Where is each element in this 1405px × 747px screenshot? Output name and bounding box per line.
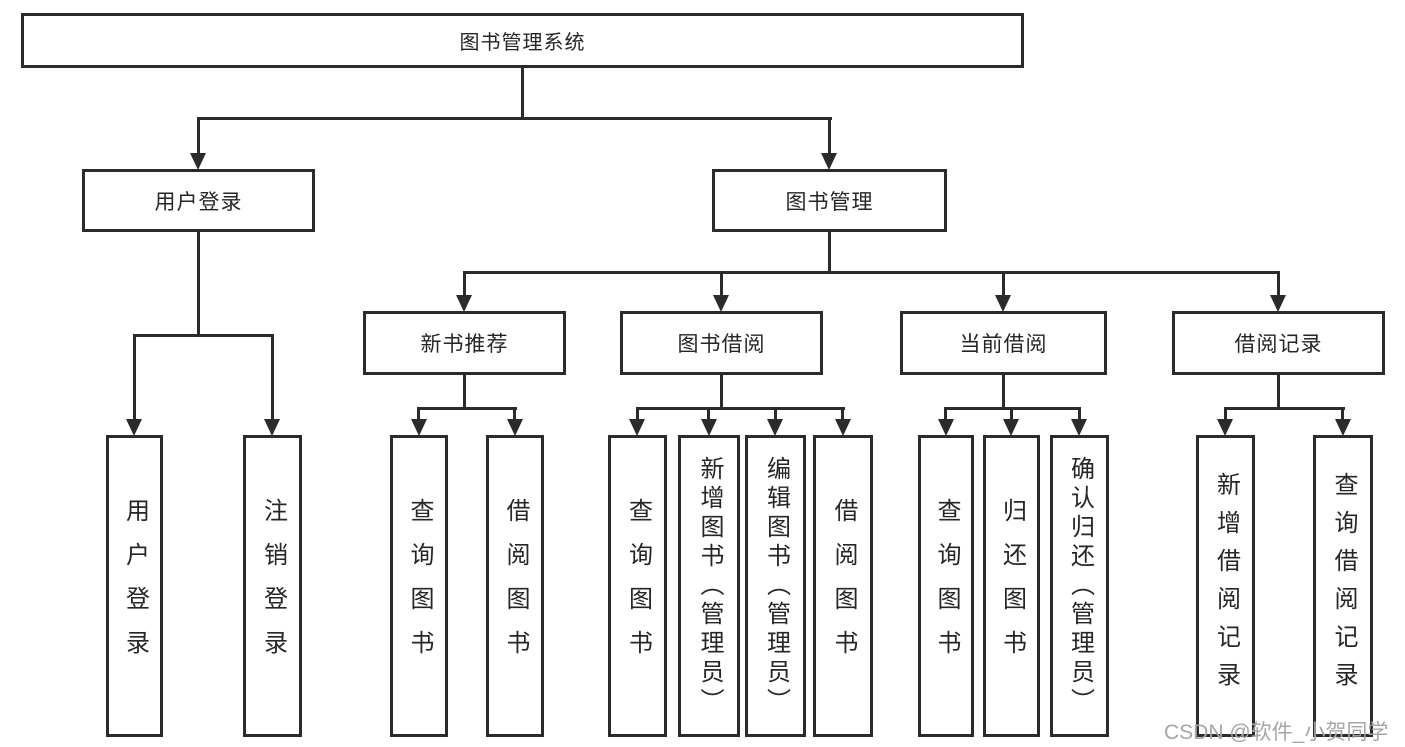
arrowhead-down-icon xyxy=(1270,295,1286,312)
arrowhead-down-icon xyxy=(126,419,142,436)
node-label: 图书管理 xyxy=(785,190,874,214)
leaf-label: 查询借阅记录 xyxy=(1330,472,1357,700)
csdn-watermark: CSDN @软件_小贺同学 xyxy=(1164,721,1389,744)
connector-line xyxy=(417,407,517,410)
connector-line xyxy=(417,407,420,421)
node-label: 新书推荐 xyxy=(420,333,509,356)
leaf-label: 查询图书 xyxy=(406,498,433,674)
node-label: 图书借阅 xyxy=(677,333,766,356)
connector-line xyxy=(828,232,831,271)
connector-line xyxy=(1224,407,1345,410)
connector-line xyxy=(1078,407,1081,421)
arrowhead-down-icon xyxy=(1003,419,1019,436)
leaf-add-borrow-record: 新增借阅记录 xyxy=(1196,435,1255,737)
arrowhead-down-icon xyxy=(629,419,645,436)
leaf-label: 借阅图书 xyxy=(502,498,529,674)
leaf-label: 注销登录 xyxy=(259,498,287,674)
node-library-management-system: 图书管理系统 xyxy=(21,13,1024,68)
connector-line xyxy=(1277,271,1280,297)
connector-line xyxy=(944,407,947,421)
arrowhead-down-icon xyxy=(456,295,472,312)
arrowhead-down-icon xyxy=(411,419,427,436)
leaf-borrowing-query-books: 查询图书 xyxy=(608,435,667,737)
arrowhead-down-icon xyxy=(835,419,851,436)
leaf-current-query-books: 查询图书 xyxy=(918,435,974,737)
node-current-borrowing: 当前借阅 xyxy=(900,311,1107,375)
leaf-label: 新增借阅记录 xyxy=(1212,472,1240,700)
leaf-edit-books-admin: 编辑图书（管理员） xyxy=(745,435,806,737)
connector-line xyxy=(463,271,466,297)
arrowhead-down-icon xyxy=(190,153,206,170)
connector-line xyxy=(463,375,466,407)
connector-line xyxy=(1277,375,1280,407)
connector-line xyxy=(774,407,777,421)
connector-line xyxy=(271,334,274,421)
arrowhead-down-icon xyxy=(701,419,717,436)
connector-line xyxy=(720,375,723,407)
leaf-label: 编辑图书（管理员） xyxy=(762,455,790,717)
arrowhead-down-icon xyxy=(1217,419,1233,436)
arrowhead-down-icon xyxy=(1071,419,1087,436)
leaf-confirm-return-admin: 确认归还（管理员） xyxy=(1050,435,1109,737)
node-book-management-branch: 图书管理 xyxy=(712,169,947,232)
node-user-login-branch: 用户登录 xyxy=(82,169,315,232)
node-book-borrowing: 图书借阅 xyxy=(620,311,823,375)
connector-line xyxy=(636,407,639,421)
connector-line xyxy=(521,68,524,117)
connector-line xyxy=(197,117,200,155)
leaf-recommend-borrow-books: 借阅图书 xyxy=(486,435,544,737)
connector-line xyxy=(197,232,200,334)
connector-line xyxy=(636,407,845,410)
arrowhead-down-icon xyxy=(821,153,837,170)
arrowhead-down-icon xyxy=(1335,419,1351,436)
leaf-logout: 注销登录 xyxy=(243,435,302,737)
connector-line xyxy=(133,334,136,421)
leaf-query-borrow-record: 查询借阅记录 xyxy=(1313,435,1373,737)
arrowhead-down-icon xyxy=(767,419,783,436)
arrowhead-down-icon xyxy=(995,295,1011,312)
node-new-book-recommendation: 新书推荐 xyxy=(363,311,566,375)
leaf-label: 确认归还（管理员） xyxy=(1066,455,1094,717)
connector-line xyxy=(133,334,274,337)
leaf-label: 借阅图书 xyxy=(830,498,857,674)
arrowhead-down-icon xyxy=(713,295,729,312)
leaf-recommend-query-books: 查询图书 xyxy=(390,435,448,737)
node-borrowing-records: 借阅记录 xyxy=(1172,311,1385,375)
node-label: 借阅记录 xyxy=(1234,333,1323,356)
connector-line xyxy=(707,407,710,421)
leaf-add-books-admin: 新增图书（管理员） xyxy=(678,435,740,737)
leaf-borrowing-borrow-books: 借阅图书 xyxy=(813,435,873,737)
leaf-label: 查询图书 xyxy=(933,498,960,674)
leaf-user-login: 用户登录 xyxy=(106,435,163,737)
connector-line xyxy=(1002,375,1005,407)
connector-line xyxy=(1341,407,1344,421)
leaf-return-books: 归还图书 xyxy=(983,435,1040,737)
leaf-label: 查询图书 xyxy=(624,498,652,674)
connector-line xyxy=(197,117,832,120)
node-label: 当前借阅 xyxy=(959,333,1048,356)
node-label: 图书管理系统 xyxy=(459,32,586,54)
connector-line xyxy=(828,117,831,155)
leaf-label: 用户登录 xyxy=(121,498,149,674)
leaf-label: 新增图书（管理员） xyxy=(696,455,723,717)
connector-line xyxy=(463,271,1280,274)
leaf-label: 归还图书 xyxy=(998,498,1026,674)
connector-line xyxy=(513,407,516,421)
arrowhead-down-icon xyxy=(938,419,954,436)
connector-line xyxy=(841,407,844,421)
node-label: 用户登录 xyxy=(154,190,243,214)
connector-line xyxy=(720,271,723,297)
connector-line xyxy=(1224,407,1227,421)
arrowhead-down-icon xyxy=(507,419,523,436)
connector-line xyxy=(1010,407,1013,421)
connector-line xyxy=(1002,271,1005,297)
arrowhead-down-icon xyxy=(264,419,280,436)
